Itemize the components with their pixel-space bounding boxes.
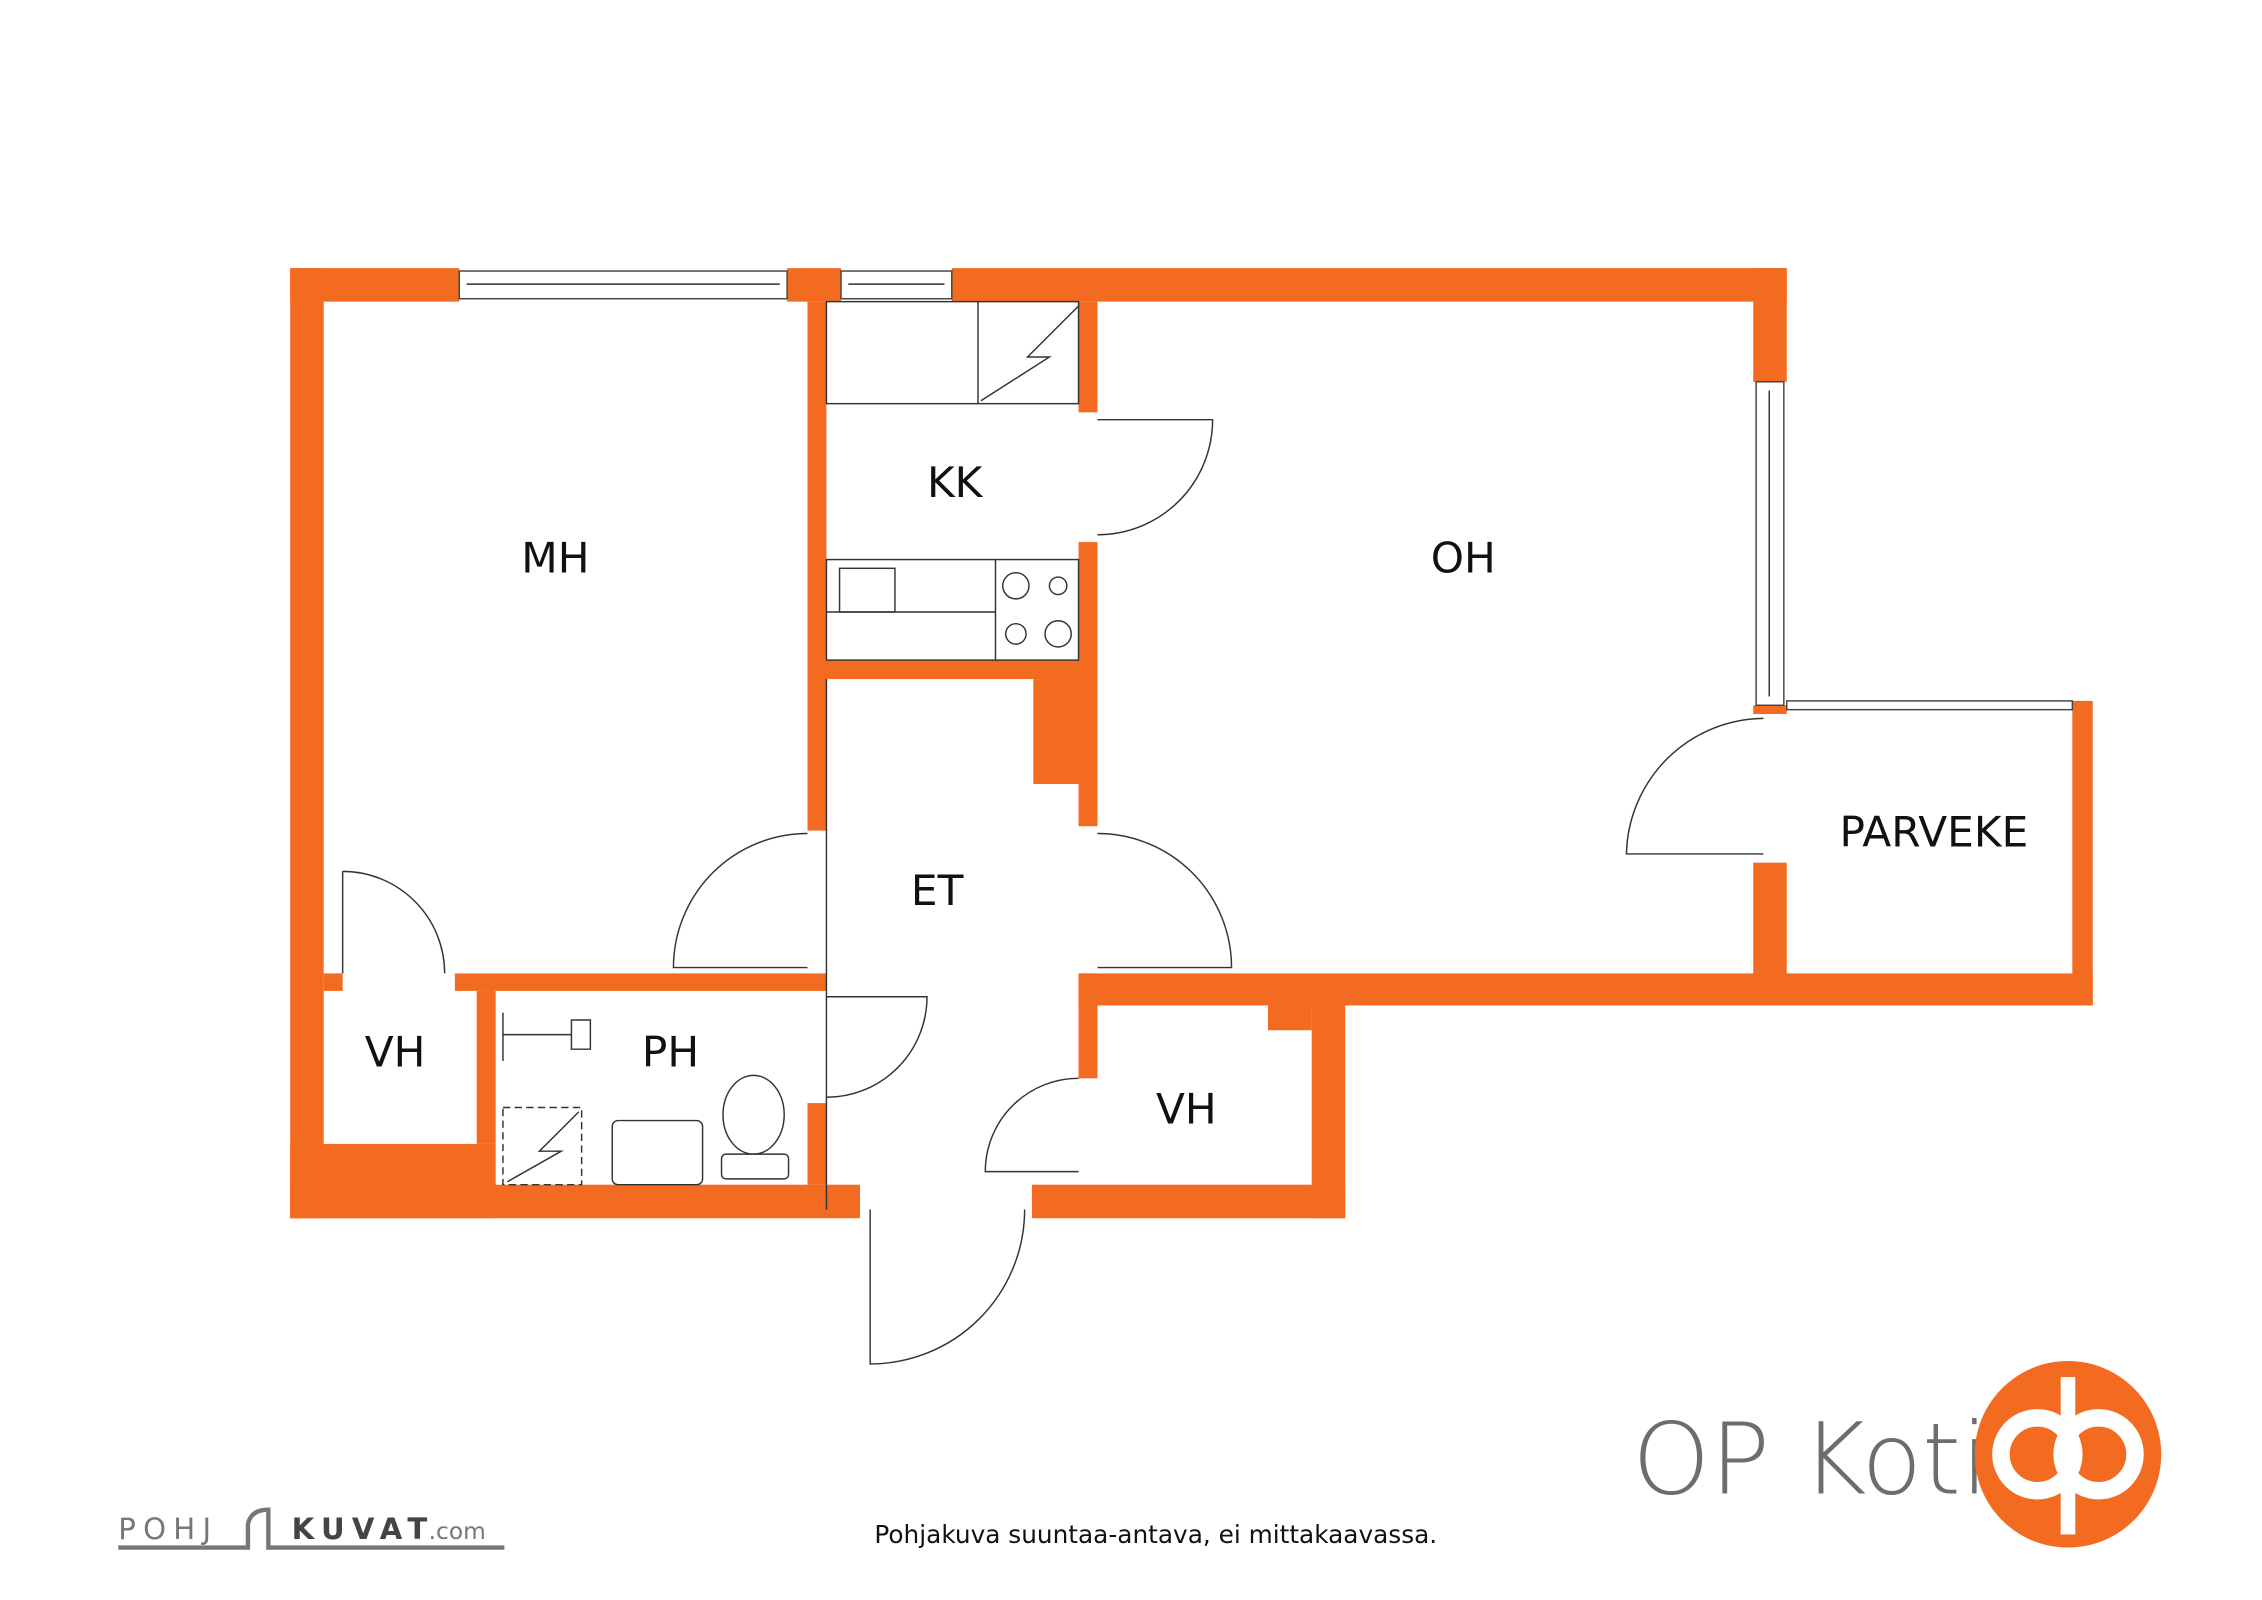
disclaimer: Pohjakuva suuntaa-antava, ei mittakaavas…	[874, 1520, 1437, 1549]
room-label-ph: PH	[642, 1028, 699, 1077]
room-label-oh: OH	[1431, 534, 1496, 583]
svg-text:POHJ: POHJ	[118, 1512, 218, 1546]
pohjakuvat-logo: POHJ KUVAT .com	[118, 1507, 505, 1550]
room-labels: MH KK OH ET PH VH VH PARVEKE	[365, 458, 2029, 1134]
footer: Pohjakuva suuntaa-antava, ei mittakaavas…	[118, 1361, 2162, 1550]
room-label-vh2: VH	[1156, 1084, 1217, 1133]
room-label-vh1: VH	[365, 1028, 426, 1077]
op-koti-brand: OP Koti	[1632, 1403, 1988, 1518]
room-label-et: ET	[911, 866, 964, 915]
room-label-mh: MH	[521, 534, 589, 583]
fixtures	[502, 300, 1080, 1186]
room-label-kk: KK	[927, 458, 984, 507]
svg-text:.com: .com	[429, 1518, 486, 1545]
svg-text:KUVAT: KUVAT	[292, 1512, 435, 1546]
room-label-parveke: PARVEKE	[1840, 808, 2029, 857]
doors	[341, 418, 1764, 1365]
op-logo-icon	[1974, 1361, 2162, 1548]
walls	[290, 268, 2093, 1219]
windows	[458, 270, 2074, 711]
